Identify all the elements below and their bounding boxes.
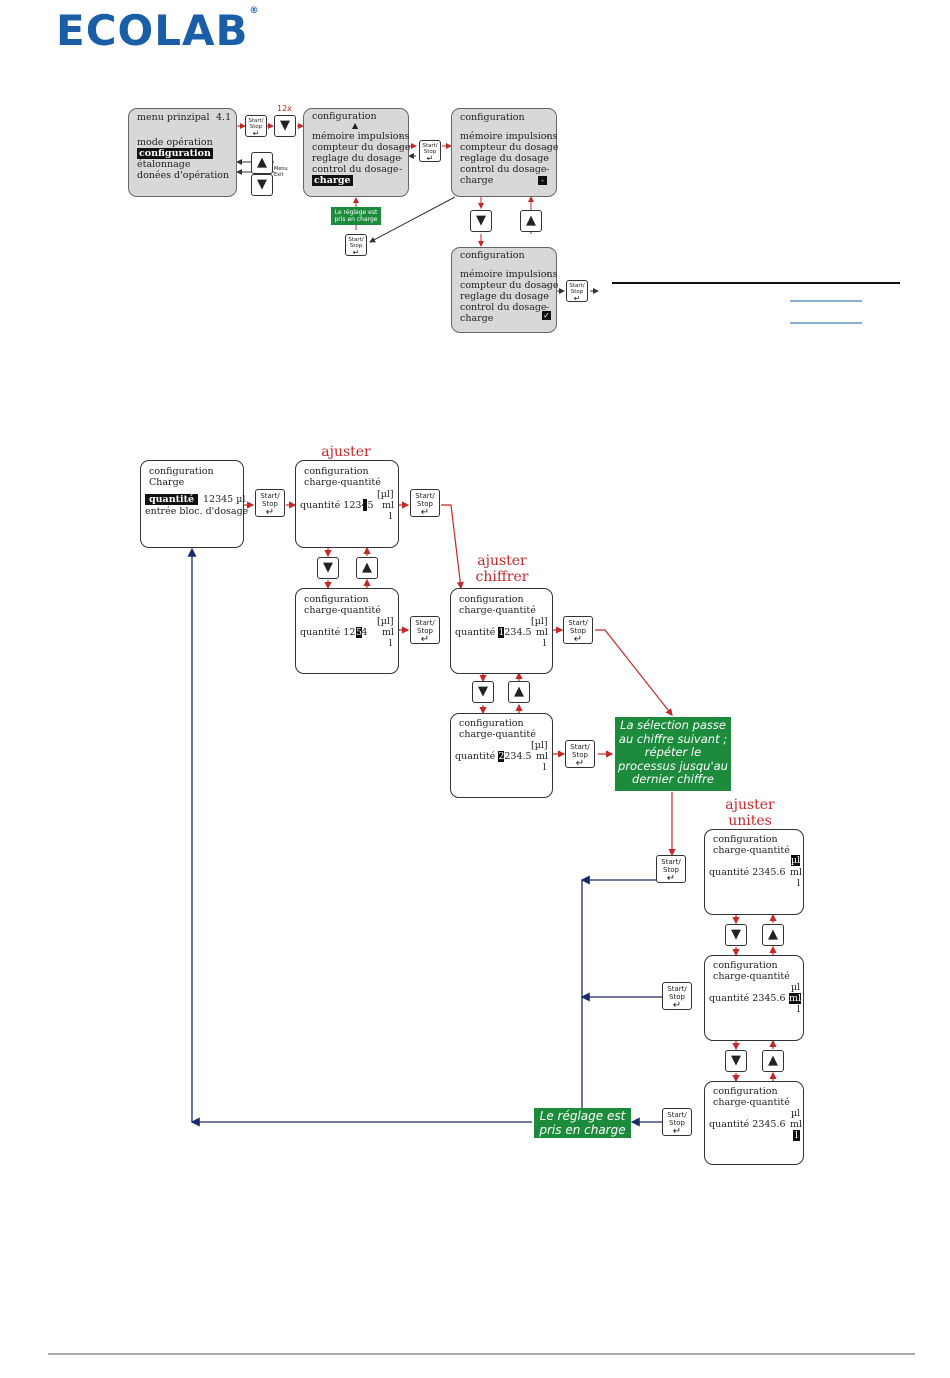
- cursor-block: [363, 499, 367, 511]
- screen-main-menu: menu prinzipal 4.1 mode opération config…: [128, 108, 237, 197]
- screen-configuration-1: configuration ▲ mémoire impulsions- comp…: [303, 108, 411, 197]
- start-stop-button[interactable]: Start/ Stop↵: [255, 489, 285, 518]
- up-arrow-button[interactable]: ▲: [762, 1050, 784, 1072]
- step-label-adjust-digit: ajuster chiffrer: [475, 553, 529, 585]
- down-arrow-button[interactable]: ▼: [725, 1050, 747, 1072]
- screen-units-3: configuration charge-quantité quantité 2…: [704, 1081, 804, 1165]
- setting-applied-note: Le réglage est pris en charge: [331, 207, 381, 225]
- down-arrow-button[interactable]: ▼: [274, 115, 296, 137]
- checkbox-checked-icon: ✓: [542, 311, 551, 320]
- start-stop-button[interactable]: Start/ Stop↵: [345, 234, 367, 257]
- screen-configuration-3: configuration mémoire impulsions- compte…: [451, 247, 559, 333]
- up-arrow-button[interactable]: ▲: [520, 210, 542, 232]
- start-stop-button[interactable]: Start/ Stop↵: [563, 616, 593, 645]
- start-stop-button[interactable]: Start/ Stop↵: [410, 616, 440, 645]
- down-arrow-button[interactable]: ▼: [472, 681, 494, 703]
- repeat-label: 12x: [277, 104, 292, 113]
- menu-exit-label: Menu Exit: [274, 166, 288, 178]
- down-arrow-button[interactable]: ▼: [725, 924, 747, 946]
- next-digit-note: La sélection passe au chiffre suivant ; …: [615, 717, 731, 791]
- start-stop-button[interactable]: Start/ Stop↵: [662, 1108, 692, 1137]
- start-stop-button[interactable]: Start/ Stop↵: [662, 982, 692, 1011]
- setting-applied-note: Le réglage est pris en charge: [534, 1108, 631, 1138]
- start-stop-button[interactable]: Start/ Stop↵: [419, 140, 441, 163]
- checkbox-empty-icon: -: [538, 176, 547, 185]
- screen-units-2: configuration charge-quantité quantité 2…: [704, 955, 804, 1041]
- up-arrow-button[interactable]: ▲: [251, 152, 273, 174]
- ecolab-logo: ECOLAB®: [56, 6, 260, 55]
- start-stop-button[interactable]: Start/ Stop↵: [565, 740, 595, 769]
- screen-configuration-2: configuration mémoire impulsions- compte…: [451, 108, 559, 197]
- up-arrow-button[interactable]: ▲: [356, 557, 378, 579]
- start-stop-button[interactable]: Start/ Stop↵: [566, 280, 588, 303]
- screen-units-1: configuration charge-quantité quantité 2…: [704, 829, 804, 915]
- up-arrow-button[interactable]: ▲: [508, 681, 530, 703]
- screen-quantity-2: configuration charge-quantité quantité 1…: [295, 588, 399, 674]
- up-arrow-button[interactable]: ▲: [762, 924, 784, 946]
- screen-quantity-3: configuration charge-quantité quantité 1…: [450, 588, 553, 674]
- down-arrow-button[interactable]: ▼: [470, 210, 492, 232]
- screen-quantity-4: configuration charge-quantité quantité 2…: [450, 713, 553, 798]
- step-label-adjust-units: ajuster unites: [725, 797, 775, 829]
- start-stop-button[interactable]: Start/ Stop↵: [410, 489, 440, 518]
- start-stop-button[interactable]: Start/ Stop↵: [656, 855, 686, 884]
- screen-charge: configuration Charge quantité 12345 µl e…: [140, 460, 248, 548]
- down-arrow-button[interactable]: ▼: [251, 174, 273, 196]
- down-arrow-button[interactable]: ▼: [317, 557, 339, 579]
- screen-quantity-1: configuration charge-quantité quantité 1…: [295, 460, 399, 548]
- start-stop-button[interactable]: Start/ Stop↵: [245, 115, 267, 138]
